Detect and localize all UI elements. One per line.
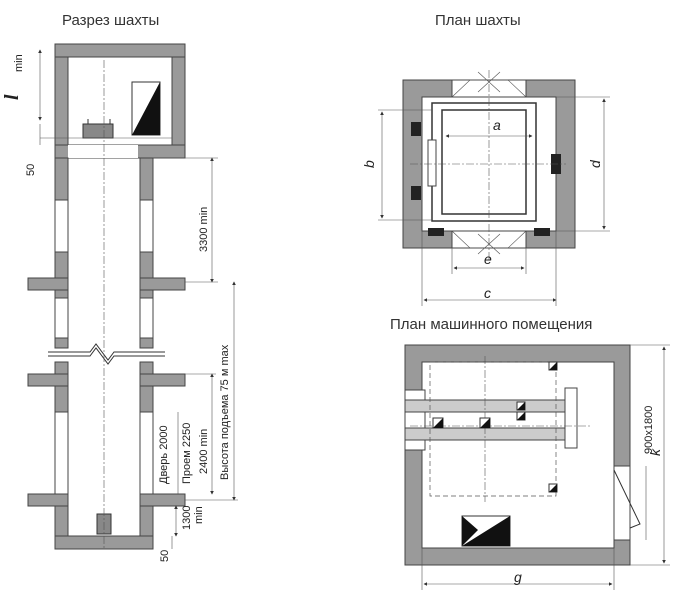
shaft-plan: a b d e c xyxy=(361,70,610,306)
control-cabinet-icon xyxy=(132,82,160,135)
dim-e: e xyxy=(484,251,492,267)
section-title: Разрез шахты xyxy=(62,12,160,29)
dim-g: g xyxy=(514,569,522,585)
dim-a: a xyxy=(493,117,501,133)
winch xyxy=(82,123,114,139)
svg-text:min: min xyxy=(193,506,205,524)
dim-vent-900x1800: 900x1800 xyxy=(643,406,655,454)
dim-door: Дверь 2000 xyxy=(158,425,170,484)
dim-opening: Проем 2250 xyxy=(181,423,193,484)
dim-pit-1300: 1300 xyxy=(181,506,193,530)
shaft-outline-dashed xyxy=(429,361,557,497)
dim-d: d xyxy=(587,159,603,168)
svg-text:min: min xyxy=(13,54,25,72)
dim-l: l xyxy=(1,94,23,100)
counterweight xyxy=(427,139,437,187)
beam-2 xyxy=(404,427,576,441)
dim-c: c xyxy=(484,285,491,301)
vent-opening xyxy=(613,465,631,541)
dim-50-top: 50 xyxy=(25,164,37,176)
machine-room-right-wall xyxy=(171,56,186,146)
machine-room-roof xyxy=(54,43,186,58)
dim-travel-height: Высота подъема 75 м max xyxy=(219,344,231,480)
dim-3300: 3300 min xyxy=(198,207,210,252)
machine-room-left-wall xyxy=(54,56,69,146)
dim-2400: 2400 min xyxy=(198,429,210,474)
dim-b: b xyxy=(361,160,377,168)
dim-k: k xyxy=(647,448,663,456)
machine-room-title: План машинного помещения xyxy=(390,316,593,333)
dim-50-bottom: 50 xyxy=(159,550,171,562)
shaft-section: l min 50 3300 min Высота подъема 75 м ma… xyxy=(1,43,238,562)
machine-room-plan: k 900x1800 g xyxy=(404,344,670,590)
beam-1 xyxy=(404,399,576,413)
shaft-plan-title: План шахты xyxy=(435,12,521,29)
